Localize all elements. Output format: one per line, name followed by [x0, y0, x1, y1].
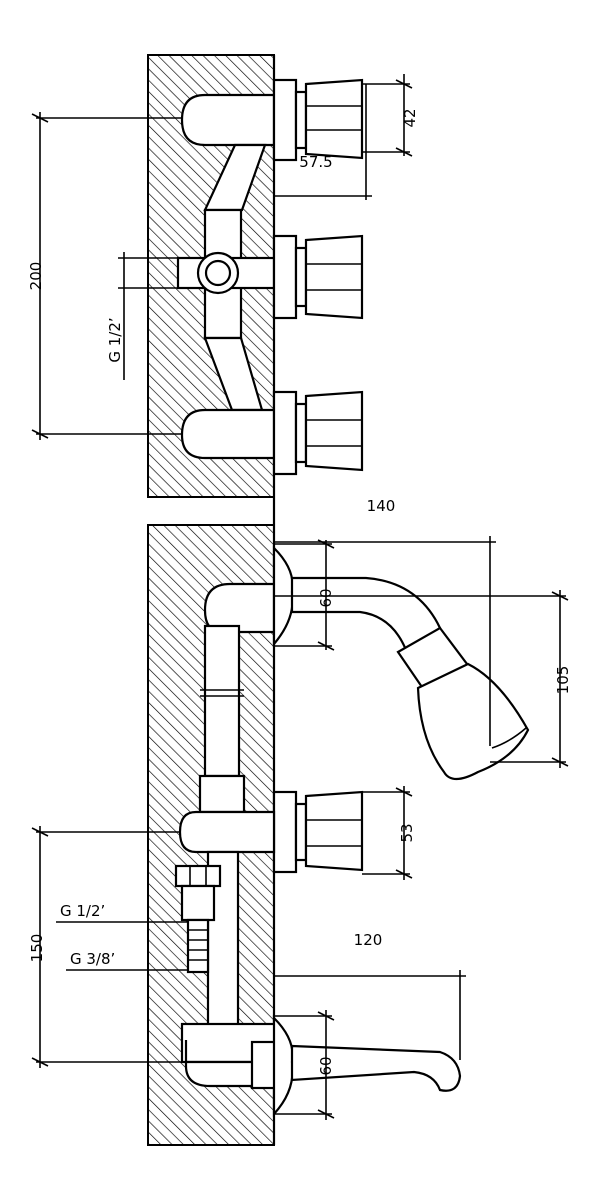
handle-lower — [272, 390, 364, 476]
dimension-60-bottom-label: 60 — [317, 1056, 335, 1075]
dimension-120-lines — [274, 970, 466, 1060]
dimension-57-5: 57.5 — [274, 84, 372, 200]
bath-spout — [290, 1044, 462, 1092]
shower-inlet-body — [198, 582, 276, 814]
dimension-53-label: 53 — [398, 823, 416, 842]
dimension-120-label: 120 — [354, 931, 383, 949]
dimension-42: 42 — [362, 74, 419, 157]
dimension-200: 200 — [27, 112, 182, 440]
inlet-nut — [174, 864, 222, 974]
thread-g12-top: G 1/2’ — [106, 252, 205, 380]
handle-top — [272, 78, 364, 162]
handle-diverter — [272, 790, 364, 874]
shower-arm — [290, 576, 442, 652]
dimension-60-bottom: 60 — [274, 1010, 335, 1120]
handle-middle — [272, 234, 364, 320]
dimension-60-top: 60 — [274, 539, 335, 651]
thread-g38-label: G 3/8’ — [70, 950, 115, 968]
thread-g38: G 3/8’ — [66, 950, 188, 971]
dimension-140-lines — [274, 536, 496, 746]
thread-g12-top-label: G 1/2’ — [106, 317, 124, 362]
dimension-53: 53 — [362, 786, 416, 880]
thread-g12-bottom: G 1/2’ — [56, 902, 188, 923]
dimension-200-label: 200 — [27, 262, 45, 291]
top-mixer-body — [176, 93, 276, 460]
lower-mixer-body — [178, 810, 278, 1088]
dimension-150: 150 — [28, 826, 186, 1068]
dimension-57-5-label: 57.5 — [299, 153, 332, 171]
dimension-105: 105 — [274, 590, 572, 768]
dimension-60-top-label: 60 — [317, 588, 335, 607]
dimension-140-label: 140 — [367, 497, 396, 515]
dimension-42-label: 42 — [401, 108, 419, 127]
dimension-150-label: 150 — [28, 934, 46, 963]
thread-g12-bottom-label: G 1/2’ — [60, 902, 105, 920]
dimension-105-label: 105 — [554, 666, 572, 695]
spout-rosette — [250, 1015, 294, 1117]
shower-head — [396, 626, 530, 781]
